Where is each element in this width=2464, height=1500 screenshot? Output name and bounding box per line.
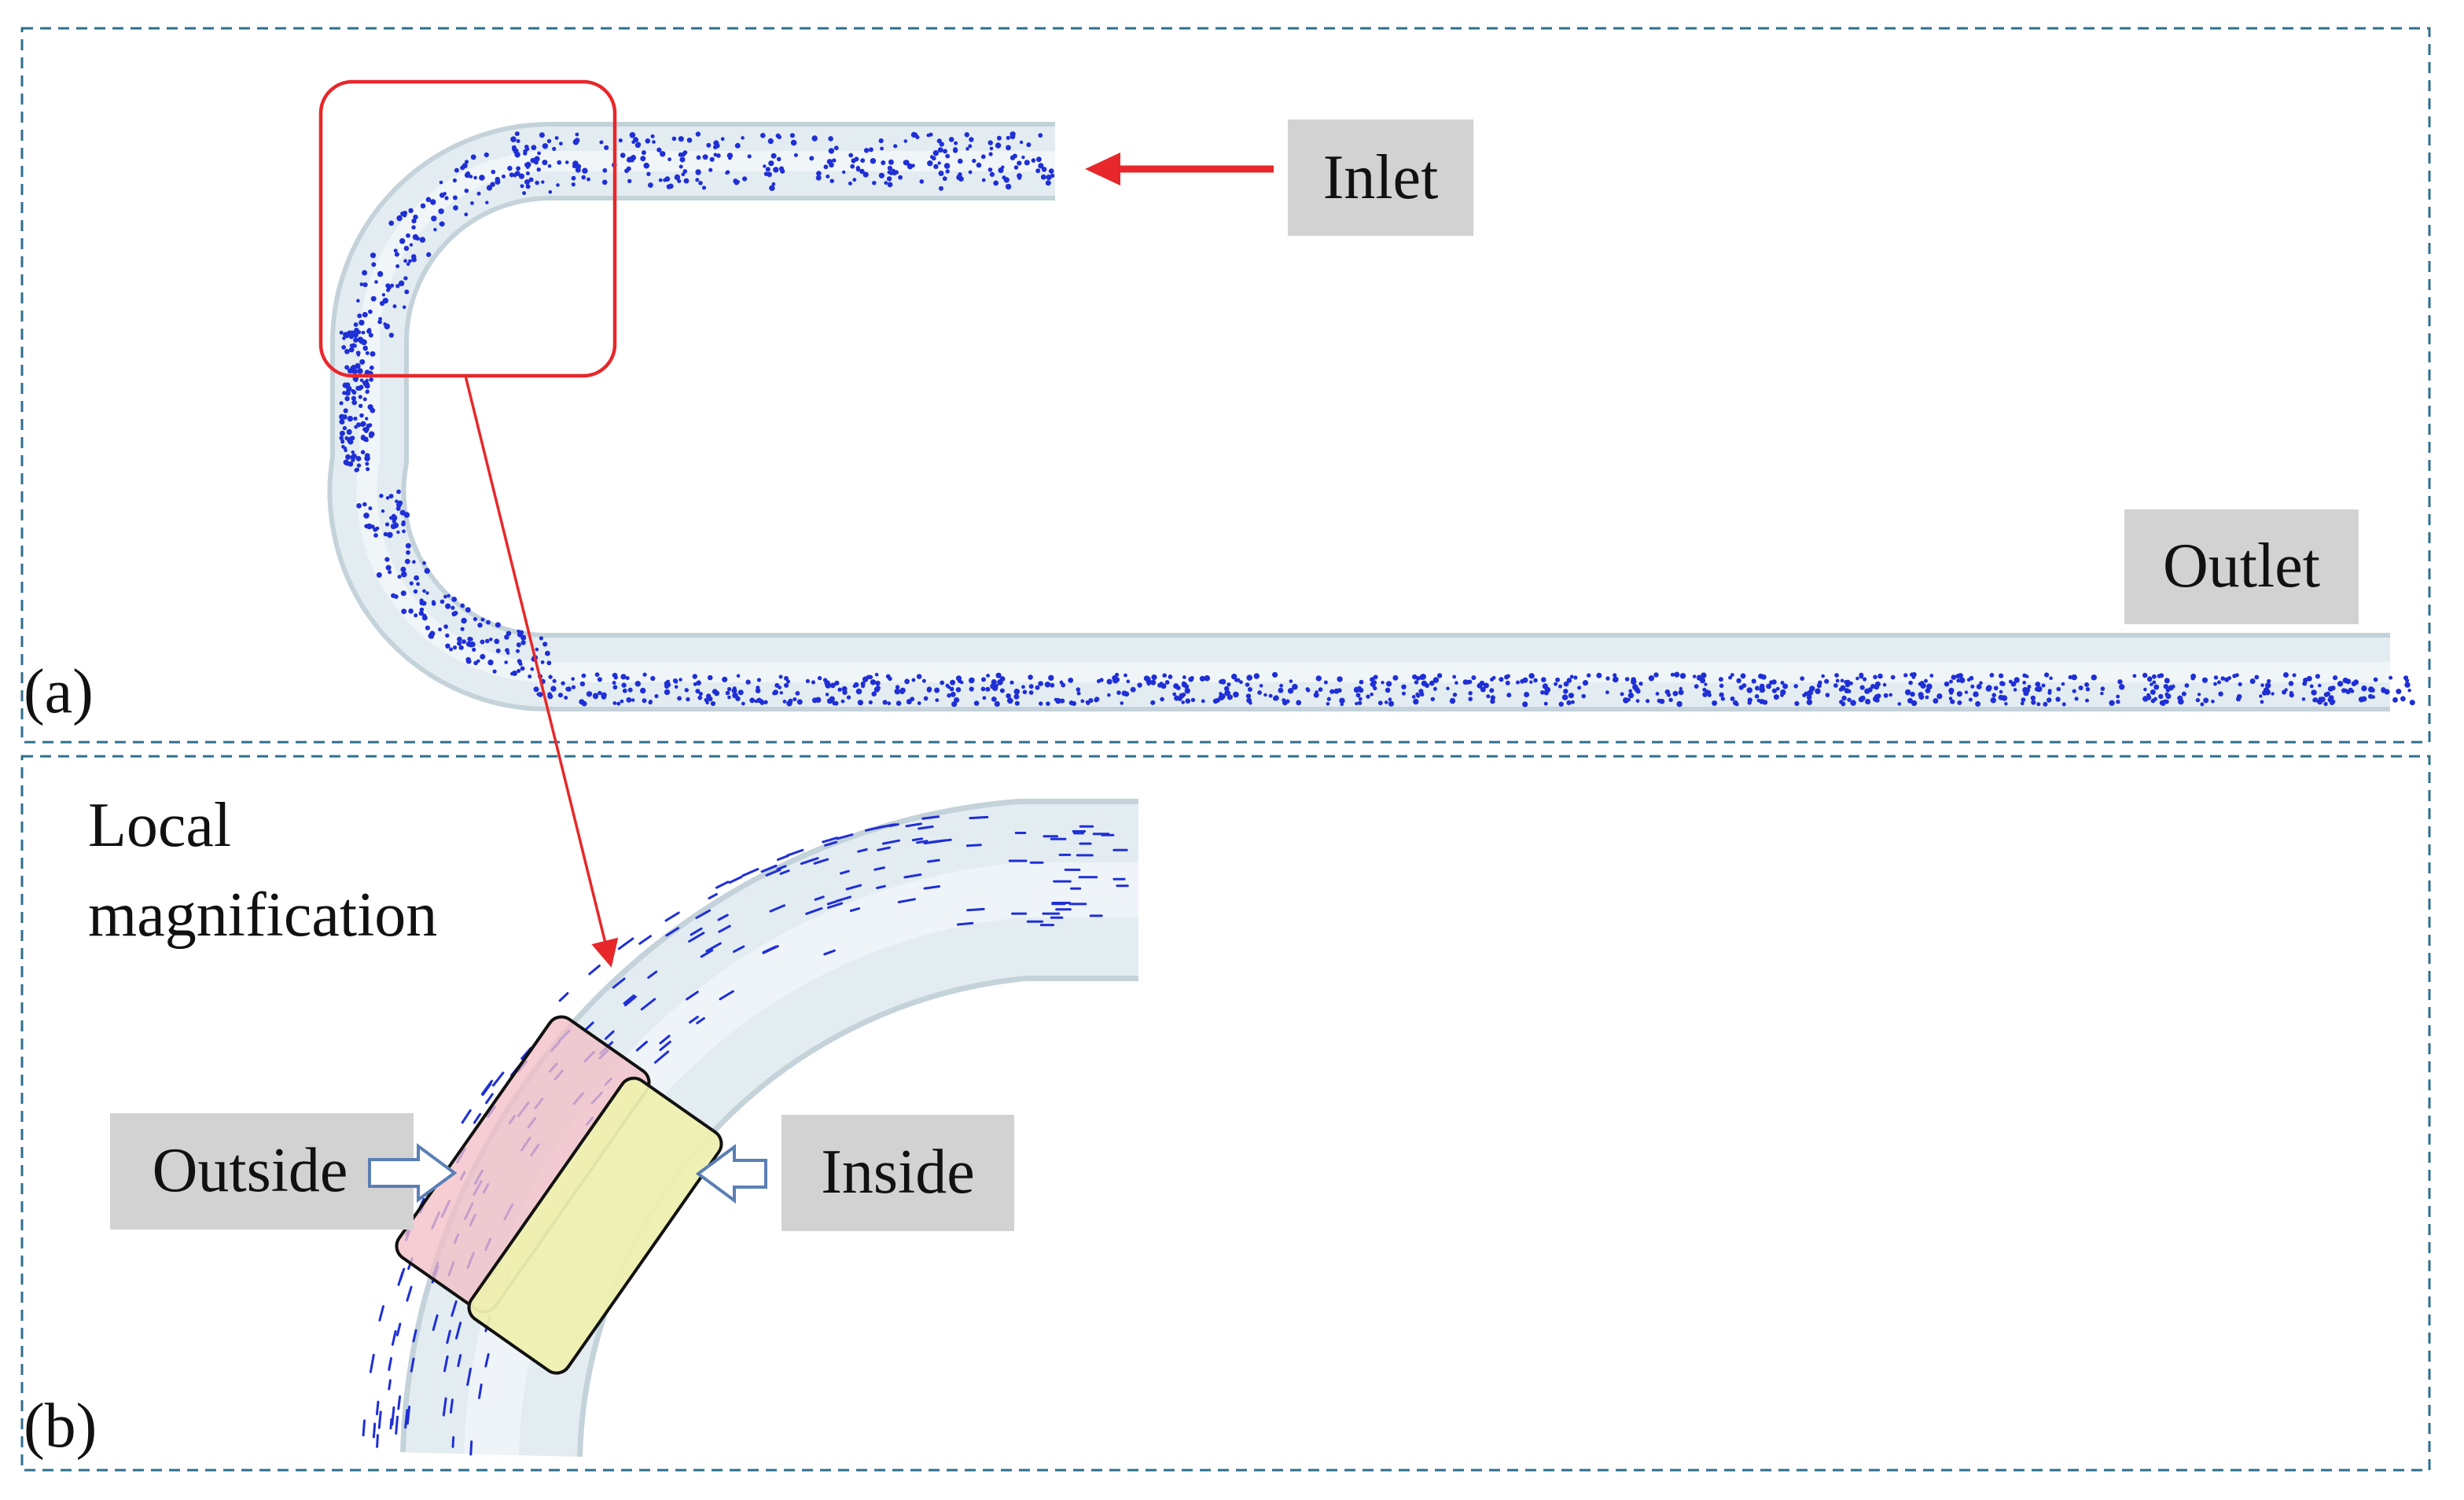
outside-label: Outside — [110, 1113, 414, 1230]
panel-b-label: (b) — [24, 1392, 97, 1461]
inside-zone — [467, 1076, 723, 1375]
inlet-text: Inlet — [1323, 143, 1439, 212]
outside-hollow-arrow-icon — [368, 1143, 458, 1203]
pipe-a — [327, 122, 2390, 712]
inside-label: Inside — [781, 1115, 1014, 1231]
inside-hollow-arrow-icon — [695, 1144, 767, 1204]
magnification-title-line2: magnification — [88, 881, 437, 950]
magnification-highlight-box — [318, 79, 617, 378]
panel-a-label: (a) — [24, 657, 94, 726]
inside-text: Inside — [821, 1138, 975, 1207]
panel-b-border — [20, 755, 2431, 1472]
inlet-label: Inlet — [1288, 119, 1473, 236]
outside-text: Outside — [153, 1136, 348, 1205]
particle-cloud-a — [339, 131, 2415, 708]
magnification-connector-line — [464, 375, 619, 968]
panel-a-border — [20, 27, 2431, 744]
outlet-label: Outlet — [2124, 509, 2359, 624]
outlet-text: Outlet — [2163, 531, 2320, 601]
magnification-title-line1: Local — [88, 791, 231, 860]
inlet-arrow — [1085, 153, 1274, 186]
